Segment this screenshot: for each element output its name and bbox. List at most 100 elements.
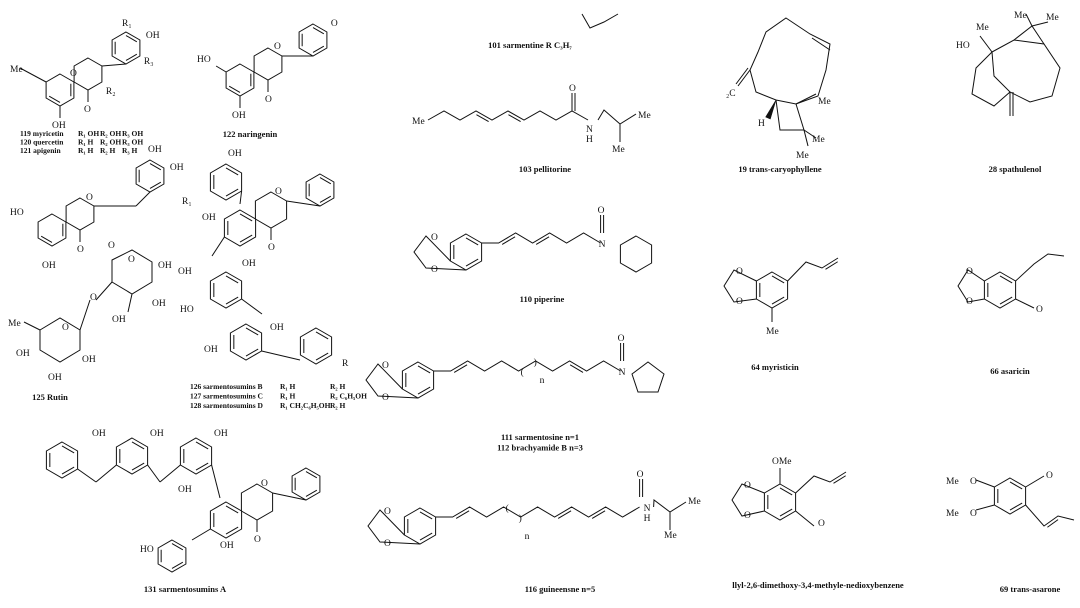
dioxole-oxygen-label: O bbox=[384, 539, 391, 549]
methyl-label: Me bbox=[10, 65, 23, 75]
hydroxyl-label: OH bbox=[82, 355, 96, 365]
bracket: ) bbox=[519, 513, 522, 524]
amide-nitrogen-label: N bbox=[644, 504, 651, 514]
methoxy-oxygen-label: O bbox=[1046, 471, 1053, 481]
ring-oxygen-label: O bbox=[128, 255, 135, 265]
dioxole-oxygen-label: O bbox=[736, 297, 743, 307]
hydroxyl-label: OH bbox=[232, 111, 246, 121]
caption: 116 guineensne n=5 bbox=[525, 584, 596, 594]
ether-oxygen-label: O bbox=[90, 293, 97, 303]
methoxy-oxygen-label: O bbox=[970, 509, 977, 519]
carbonyl-oxygen-label: O bbox=[637, 470, 644, 480]
hydroxyl-label: OH bbox=[112, 315, 126, 325]
caption: 69 trans-asarone bbox=[1000, 584, 1061, 594]
caption-line: 128 sarmentosumins D bbox=[190, 401, 264, 410]
methyl-label: Me bbox=[664, 531, 677, 541]
bracket: ( bbox=[521, 367, 524, 378]
hydroxyl-label: OH bbox=[150, 429, 164, 439]
substituent-label: R₁ H bbox=[78, 146, 94, 155]
ring-oxygen-label: O bbox=[86, 193, 93, 203]
methyl-label: Me bbox=[818, 97, 831, 107]
h-label: H bbox=[758, 119, 765, 129]
methoxy-oxygen-label: O bbox=[970, 477, 977, 487]
carbonyl-oxygen-label: O bbox=[265, 95, 272, 105]
caption: llyl-2,6-dimethoxy-3,4-methyle-nedioxybe… bbox=[732, 580, 904, 590]
substituent-label: R₂ OH bbox=[100, 129, 121, 138]
caption: 131 sarmentosumins A bbox=[144, 584, 227, 594]
caption-line: 119 myricetin bbox=[20, 129, 64, 138]
hydroxyl-label: HO bbox=[197, 55, 211, 65]
hydroxyl-label: OH bbox=[228, 149, 242, 159]
methoxy-oxygen-label: O bbox=[818, 519, 825, 529]
hydroxyl-label: OH bbox=[204, 345, 218, 355]
hydroxyl-label: OH bbox=[148, 145, 162, 155]
amide-nitrogen-label: N bbox=[599, 240, 606, 250]
dioxole-oxygen-label: O bbox=[744, 511, 751, 521]
hydroxyl-label: OH bbox=[152, 299, 166, 309]
methylene-label: ₂C bbox=[726, 89, 736, 99]
amide-h-label: H bbox=[586, 135, 593, 145]
ring-oxygen-label: O bbox=[274, 42, 281, 52]
dioxole-oxygen-label: O bbox=[966, 267, 973, 277]
methyl-label: Me bbox=[688, 497, 701, 507]
ring-oxygen-label: O bbox=[70, 69, 77, 79]
hydroxyl-label: OH bbox=[178, 267, 192, 277]
ring-oxygen-label: O bbox=[261, 479, 268, 489]
carbonyl-oxygen-label: O bbox=[254, 535, 261, 545]
substituent-label: R₃ H bbox=[122, 146, 138, 155]
caption: 101 sarmentine R C₃H₇ bbox=[488, 40, 572, 50]
hydroxyl-label: OH bbox=[16, 349, 30, 359]
caption: 122 naringenin bbox=[223, 129, 278, 139]
hydroxyl-label: OH bbox=[270, 323, 284, 333]
caption-line: 127 sarmentosumins C bbox=[190, 391, 263, 400]
hydroxyl-label: OH bbox=[170, 163, 184, 173]
methyl-label: Me bbox=[638, 111, 651, 121]
hydroxyl-label: OH bbox=[178, 485, 192, 495]
substituent-label: R₁ CH₂C₆H₅OH bbox=[280, 401, 331, 410]
bracket: ( bbox=[506, 503, 509, 514]
methyl-label: Me bbox=[8, 319, 21, 329]
caption: 112 brachyamide B n=3 bbox=[497, 443, 583, 453]
compound-101-structure: 101 sarmentine R C₃H₇ bbox=[488, 13, 619, 50]
dioxole-oxygen-label: O bbox=[431, 233, 438, 243]
hydroxyl-label: OH bbox=[52, 121, 66, 131]
caption: 64 myristicin bbox=[751, 362, 799, 372]
methyl-label: Me bbox=[412, 117, 425, 127]
caption: 103 pellitorine bbox=[519, 164, 571, 174]
hydroxyl-label: OH bbox=[92, 429, 106, 439]
hydroxyl-label: O bbox=[331, 19, 338, 29]
caption-line: 126 sarmentosumins B bbox=[190, 382, 263, 391]
carbonyl-oxygen-label: O bbox=[598, 206, 605, 216]
dioxole-oxygen-label: O bbox=[966, 297, 973, 307]
substituent-label: R₂ H bbox=[100, 146, 116, 155]
substituent-label: R₁ H bbox=[280, 382, 296, 391]
methyl-label: Me bbox=[812, 135, 825, 145]
caption: 111 sarmentosine n=1 bbox=[501, 432, 579, 442]
dioxole-oxygen-label: O bbox=[382, 393, 389, 403]
methoxy-label: Me bbox=[946, 509, 959, 519]
bracket: ) bbox=[534, 357, 537, 368]
dioxole-oxygen-label: O bbox=[384, 507, 391, 517]
r2-label: R₂ bbox=[106, 87, 116, 97]
methyl-label: Me bbox=[612, 145, 625, 155]
carbonyl-oxygen-label: O bbox=[268, 243, 275, 253]
methyl-label: Me bbox=[766, 327, 779, 337]
caption: 19 trans-caryophyllene bbox=[738, 164, 822, 174]
caption: 28 spathulenol bbox=[989, 164, 1042, 174]
methyl-label: Me bbox=[796, 151, 809, 161]
dioxole-oxygen-label: O bbox=[431, 265, 438, 275]
carbonyl-oxygen-label: O bbox=[84, 105, 91, 115]
amide-nitrogen-label: N bbox=[586, 125, 593, 135]
substituent-label: R₃ OH bbox=[122, 138, 143, 147]
methoxy-label: OMe bbox=[772, 457, 792, 467]
hydroxyl-label: OH bbox=[146, 31, 160, 41]
methoxy-label: Me bbox=[946, 477, 959, 487]
